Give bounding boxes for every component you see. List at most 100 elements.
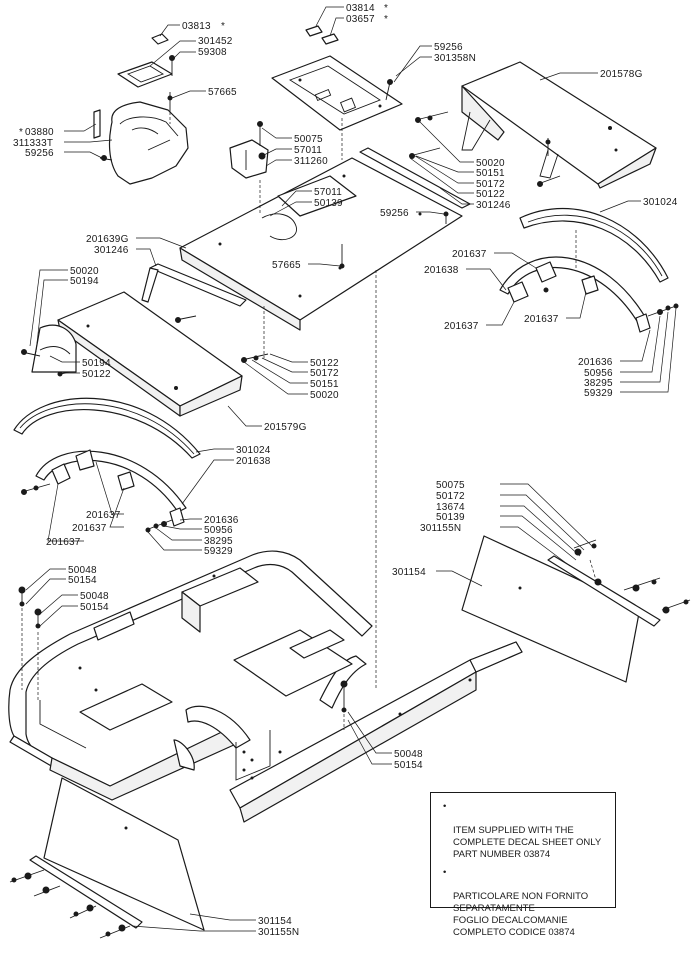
fender-brackets-201637-right: [507, 261, 599, 303]
label-201637-r1: 201637: [452, 249, 487, 260]
label-57011-center: 57011: [314, 187, 342, 198]
fender-clip-201636-left: [145, 507, 185, 533]
label-59329-left: 59329: [204, 546, 233, 557]
floor-plate-201639G: [179, 157, 463, 331]
label-03880-star: *: [19, 127, 23, 138]
fender-201638-left: [35, 450, 187, 513]
label-03880: 03880: [25, 127, 54, 138]
alignment-lines: [21, 112, 597, 730]
label-201638-left: 201638: [236, 456, 271, 467]
label-59256-top: 59256: [434, 42, 463, 53]
label-301358N: 301358N: [434, 53, 476, 64]
note-bullet: •: [443, 801, 447, 812]
label-03814-star: *: [384, 3, 388, 14]
label-201579G: 201579G: [264, 422, 307, 433]
label-311260: 311260: [294, 156, 328, 167]
label-201636-left: 201636: [204, 515, 239, 526]
label-59256-left: 59256: [25, 148, 54, 159]
label-50172-right: 50172: [436, 491, 465, 502]
label-50020-top: 50020: [476, 158, 505, 169]
label-201637-l3: 201637: [46, 537, 81, 548]
label-50194-left: 50194: [70, 276, 99, 287]
label-50154-c: 50154: [394, 760, 423, 771]
label-50139-right: 50139: [436, 512, 465, 523]
label-50139-center: 50139: [314, 198, 343, 209]
label-201636-right: 201636: [578, 357, 613, 368]
fender-301024-left: [13, 397, 201, 459]
fender-301024-right: [519, 208, 669, 283]
label-301024-left: 301024: [236, 445, 271, 456]
label-201578G: 201578G: [600, 69, 643, 80]
label-50154-a: 50154: [68, 575, 97, 586]
part-labels: 03813 * 301452 59308 57665 * 03880 31133…: [13, 3, 678, 938]
label-50194-left2: 50194: [82, 358, 111, 369]
label-03813: 03813: [182, 21, 211, 32]
seat-plate-301358N: [271, 55, 403, 131]
label-50075-top: 50075: [294, 134, 323, 145]
frame-bolts-50048: [18, 586, 348, 713]
label-50172-center: 50172: [310, 368, 339, 379]
label-50048-b: 50048: [80, 591, 109, 602]
label-50956-left: 50956: [204, 525, 233, 536]
flap-strip-301155N-right: [547, 539, 691, 627]
label-50020-center: 50020: [310, 390, 339, 401]
note-italian: • PARTICOLARE NON FORNITO SEPARATAMENTE …: [443, 867, 607, 939]
label-50956-right: 50956: [584, 368, 613, 379]
label-03657-star: *: [384, 14, 388, 25]
fender-clip-201636-right: [635, 303, 679, 333]
label-13674: 13674: [436, 502, 465, 513]
rear-hood-201578G: [461, 61, 657, 189]
label-50048-c: 50048: [394, 749, 423, 760]
hood-bolts-right: [409, 111, 561, 187]
label-301452: 301452: [198, 36, 233, 47]
leader-lines: [25, 6, 677, 932]
decal-03814: [305, 25, 323, 37]
cover-plate-301452: [117, 61, 173, 88]
label-38295-right: 38295: [584, 378, 613, 389]
label-50151-top: 50151: [476, 168, 505, 179]
label-59329-right: 59329: [584, 388, 613, 399]
front-cowl-201579G: [57, 291, 243, 417]
label-03813-star: *: [221, 21, 225, 32]
rear-cover-311333T: [108, 101, 189, 185]
label-311333T: 311333T: [13, 138, 53, 149]
label-301155N-right: 301155N: [420, 523, 461, 534]
note-english-text: ITEM SUPPLIED WITH THE COMPLETE DECAL SH…: [453, 825, 602, 860]
label-03657: 03657: [346, 14, 375, 25]
label-57665-center: 57665: [272, 260, 301, 271]
label-201637-r3: 201637: [524, 314, 559, 325]
decal-03880: [93, 109, 101, 139]
decal-03813: [151, 33, 169, 45]
seat-support-bracket: [277, 175, 357, 217]
label-201639G: 201639G: [86, 234, 129, 245]
label-50154-b: 50154: [80, 602, 109, 613]
label-301024-right: 301024: [643, 197, 678, 208]
label-59308: 59308: [198, 47, 227, 58]
rail-301246-left: [141, 263, 247, 307]
note-bullet: •: [443, 867, 447, 878]
label-201638-right: 201638: [424, 265, 459, 276]
chassis-frame: [8, 550, 523, 823]
label-59256-center: 59256: [380, 208, 409, 219]
label-50048-a: 50048: [68, 565, 97, 576]
label-201637-l2: 201637: [72, 523, 107, 534]
label-50122-top: 50122: [476, 189, 505, 200]
hinge-bracket-311260: [229, 121, 269, 179]
note-italian-text: PARTICOLARE NON FORNITO SEPARATAMENTE FO…: [453, 891, 589, 938]
label-50151-center: 50151: [310, 379, 339, 390]
label-201637-l1: 201637: [86, 510, 121, 521]
label-57665-top: 57665: [208, 87, 237, 98]
screw-59308: [169, 55, 175, 76]
label-50122-left: 50122: [82, 369, 111, 380]
label-201637-r2: 201637: [444, 321, 479, 332]
label-301154-left: 301154: [258, 916, 292, 927]
legend-note-box: • ITEM SUPPLIED WITH THE COMPLETE DECAL …: [430, 792, 616, 938]
cowl-side-panel: [31, 324, 77, 373]
label-50020-left: 50020: [70, 266, 99, 277]
label-301246-left: 301246: [94, 245, 129, 256]
label-38295-left: 38295: [204, 536, 233, 547]
label-50122-center: 50122: [310, 358, 339, 369]
note-english: • ITEM SUPPLIED WITH THE COMPLETE DECAL …: [443, 801, 607, 861]
label-50172-top: 50172: [476, 179, 505, 190]
